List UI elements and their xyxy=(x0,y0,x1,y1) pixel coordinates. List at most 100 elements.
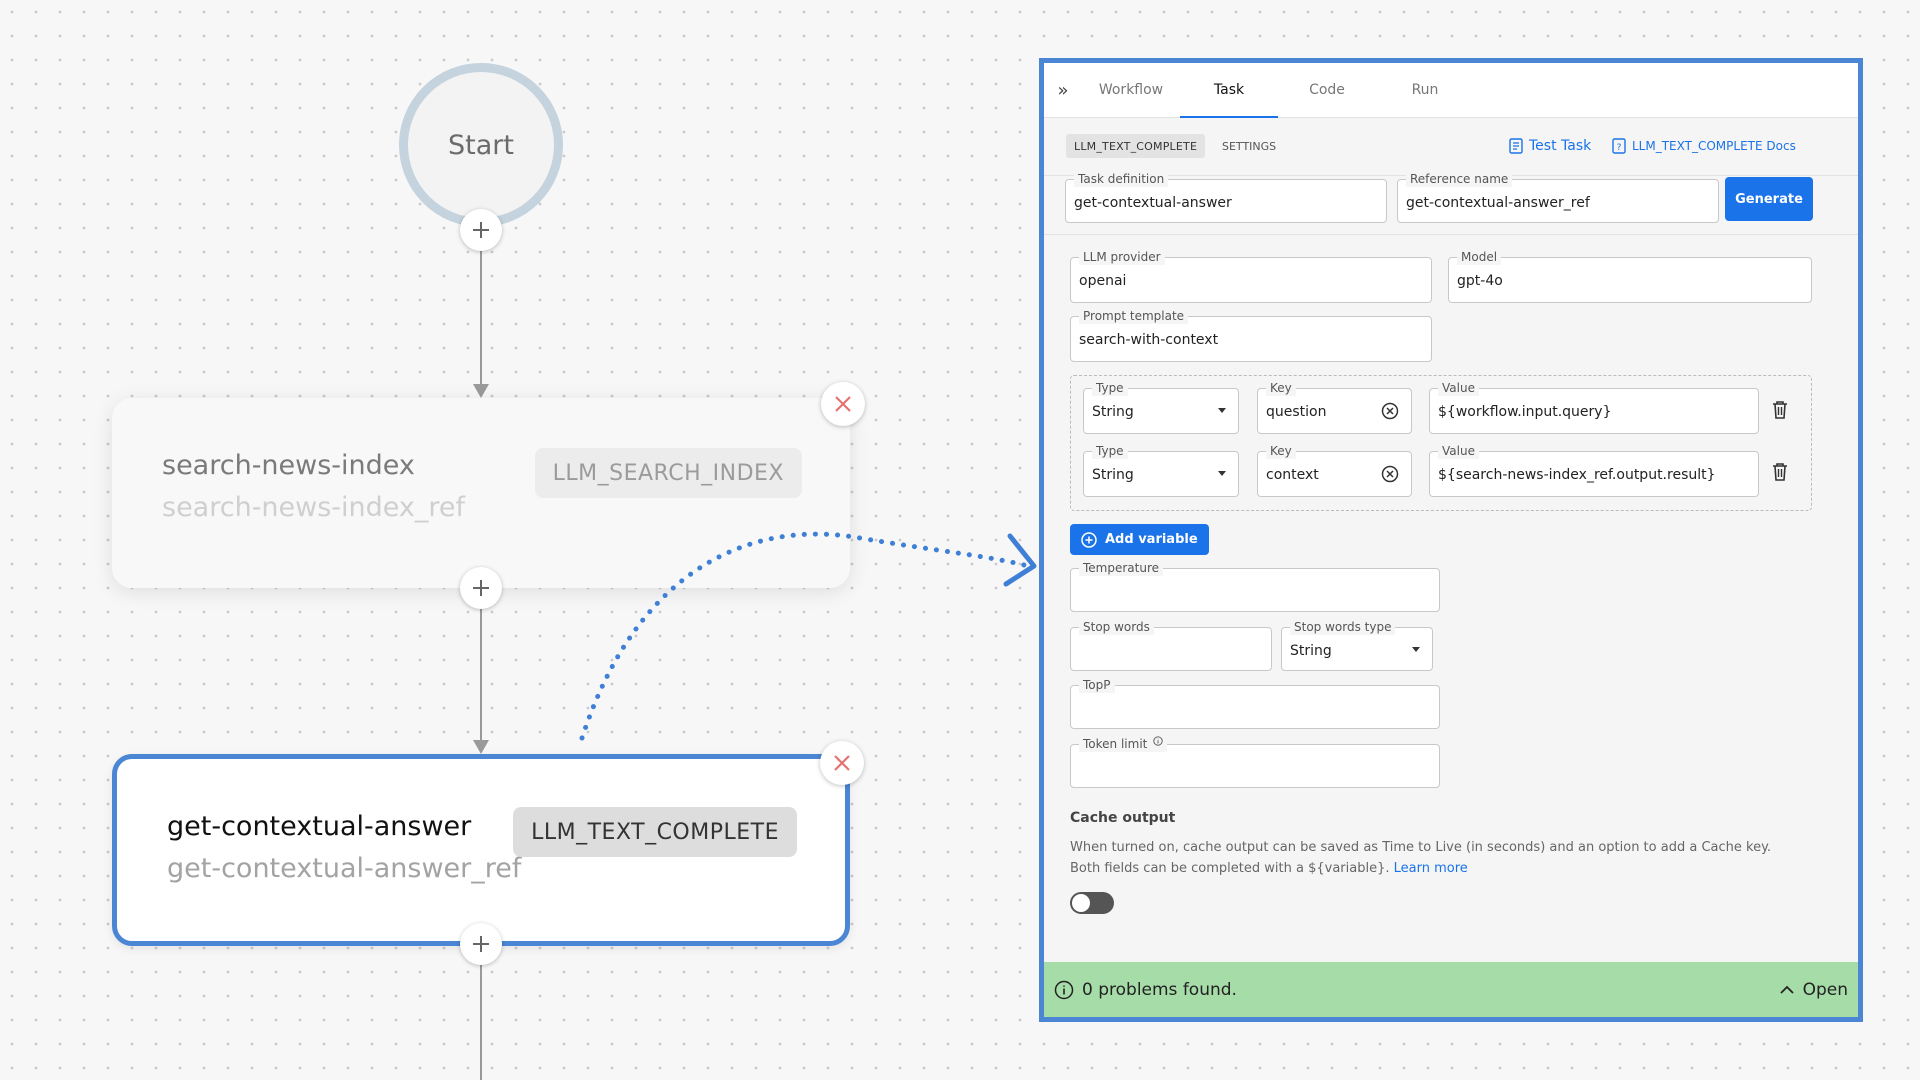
task-card-get-contextual-answer[interactable]: get-contextual-answer get-contextual-ans… xyxy=(112,754,850,946)
variable-type-value: String xyxy=(1092,467,1134,483)
add-task-button[interactable] xyxy=(460,923,502,965)
edge-arrow-1 xyxy=(473,384,489,398)
subtab-settings[interactable]: SETTINGS xyxy=(1222,139,1277,153)
edge-arrow-2 xyxy=(473,740,489,754)
chevron-up-icon xyxy=(1779,985,1794,994)
dropdown-caret-icon xyxy=(1218,471,1226,476)
document-icon xyxy=(1509,138,1523,154)
add-variable-button[interactable]: Add variable xyxy=(1070,524,1209,555)
variable-key-value: context xyxy=(1266,467,1319,483)
docs-link[interactable]: ? LLM_TEXT_COMPLETE Docs xyxy=(1612,134,1796,158)
open-label: Open xyxy=(1802,979,1848,1000)
variable-type-select[interactable]: Type String xyxy=(1083,443,1239,497)
task-definition-field[interactable]: Task definition get-contextual-answer xyxy=(1065,171,1387,223)
plus-icon xyxy=(473,580,489,596)
delete-variable-icon[interactable] xyxy=(1771,462,1789,482)
task-type-badge: LLM_SEARCH_INDEX xyxy=(534,448,802,498)
stop-words-type-select[interactable]: Stop words type String xyxy=(1281,619,1433,671)
subtab-task-type[interactable]: LLM_TEXT_COMPLETE xyxy=(1066,134,1206,158)
dropdown-caret-icon xyxy=(1412,647,1420,652)
annotation-arrow xyxy=(579,531,1037,741)
remove-task-button[interactable] xyxy=(821,382,865,426)
reference-name-value: get-contextual-answer_ref xyxy=(1406,195,1590,211)
edge-task2-out xyxy=(480,946,482,1080)
delete-variable-icon[interactable] xyxy=(1771,400,1789,420)
token-limit-label: Token limit xyxy=(1083,737,1148,751)
top-p-field[interactable]: TopP xyxy=(1070,677,1440,729)
prompt-template-label: Prompt template xyxy=(1079,308,1189,324)
variable-value-field[interactable]: Value ${search-news-index_ref.output.res… xyxy=(1429,443,1759,497)
generate-button[interactable]: Generate xyxy=(1725,177,1813,221)
clear-icon[interactable] xyxy=(1381,402,1399,420)
cache-output-toggle[interactable] xyxy=(1070,892,1114,914)
task-subtabs: LLM_TEXT_COMPLETE SETTINGS Test Task ? L… xyxy=(1044,118,1858,176)
stop-words-field[interactable]: Stop words xyxy=(1070,619,1272,671)
start-label: Start xyxy=(448,129,514,161)
tab-code[interactable]: Code xyxy=(1309,82,1345,98)
variable-value-field[interactable]: Value ${workflow.input.query} xyxy=(1429,380,1759,434)
cache-output-title: Cache output xyxy=(1070,810,1176,826)
task-name: search-news-index xyxy=(162,450,415,481)
temperature-field[interactable]: Temperature xyxy=(1070,560,1440,612)
docs-label: LLM_TEXT_COMPLETE Docs xyxy=(1632,139,1796,153)
close-icon xyxy=(834,755,850,771)
task-config-panel: » Workflow Task Code Run LLM_TEXT_COMPLE… xyxy=(1039,58,1863,1022)
token-limit-label-wrap: Token limit xyxy=(1079,736,1168,752)
open-problems-button[interactable]: Open xyxy=(1779,962,1848,1017)
help-doc-icon: ? xyxy=(1612,138,1626,154)
llm-provider-field[interactable]: LLM provider openai xyxy=(1070,249,1432,303)
add-task-button[interactable] xyxy=(460,567,502,609)
task-definition-label: Task definition xyxy=(1074,171,1169,187)
variable-value-label: Value xyxy=(1438,443,1479,459)
task-ref: search-news-index_ref xyxy=(162,492,466,523)
add-task-button[interactable] xyxy=(460,209,502,251)
add-circle-icon xyxy=(1081,531,1097,548)
model-value: gpt-4o xyxy=(1457,273,1503,289)
svg-text:?: ? xyxy=(1617,143,1622,153)
prompt-template-field[interactable]: Prompt template search-with-context xyxy=(1070,308,1432,362)
variable-type-select[interactable]: Type String xyxy=(1083,380,1239,434)
prompt-variables-group: Type String Key question Value ${workflo… xyxy=(1070,375,1812,511)
cache-output-description: When turned on, cache output can be save… xyxy=(1070,837,1830,879)
cache-description-line1: When turned on, cache output can be save… xyxy=(1070,840,1772,855)
add-variable-label: Add variable xyxy=(1105,532,1198,547)
model-field[interactable]: Model gpt-4o xyxy=(1448,249,1812,303)
stop-words-type-value: String xyxy=(1290,643,1332,659)
variable-key-field[interactable]: Key context xyxy=(1257,443,1412,497)
tab-workflow[interactable]: Workflow xyxy=(1098,82,1164,98)
learn-more-link[interactable]: Learn more xyxy=(1393,861,1468,876)
variable-value-value: ${workflow.input.query} xyxy=(1438,404,1612,420)
reference-name-label: Reference name xyxy=(1406,171,1513,187)
llm-provider-label: LLM provider xyxy=(1079,249,1165,265)
variable-value-label: Value xyxy=(1438,380,1479,396)
task-type-badge: LLM_TEXT_COMPLETE xyxy=(513,807,797,857)
model-label: Model xyxy=(1457,249,1502,265)
clear-icon[interactable] xyxy=(1381,465,1399,483)
remove-task-button[interactable] xyxy=(820,741,864,785)
workflow-canvas[interactable]: Start search-news-index search-news-inde… xyxy=(0,0,1037,1080)
task-definition-value: get-contextual-answer xyxy=(1074,195,1232,211)
variable-key-field[interactable]: Key question xyxy=(1257,380,1412,434)
edge-task1-to-task2 xyxy=(480,588,482,744)
collapse-panel-icon[interactable]: » xyxy=(1057,79,1069,101)
section-divider xyxy=(1044,234,1858,235)
cache-description-line2: Both fields can be completed with a ${va… xyxy=(1070,861,1390,876)
start-node[interactable]: Start xyxy=(399,63,563,227)
info-icon xyxy=(1054,980,1074,999)
top-p-label: TopP xyxy=(1079,677,1115,693)
task-card-search-news-index[interactable]: search-news-index search-news-index_ref … xyxy=(112,398,850,588)
task-ref: get-contextual-answer_ref xyxy=(167,853,522,884)
info-icon[interactable] xyxy=(1153,736,1163,746)
panel-tabs: » Workflow Task Code Run xyxy=(1044,63,1858,118)
task-name: get-contextual-answer xyxy=(167,811,472,842)
variable-type-label: Type xyxy=(1092,380,1128,396)
test-task-link[interactable]: Test Task xyxy=(1509,134,1591,158)
toggle-knob xyxy=(1072,894,1090,912)
tab-task[interactable]: Task xyxy=(1180,63,1278,118)
stop-words-type-label: Stop words type xyxy=(1290,619,1396,635)
tab-run[interactable]: Run xyxy=(1411,82,1439,98)
reference-name-field[interactable]: Reference name get-contextual-answer_ref xyxy=(1397,171,1719,223)
token-limit-field[interactable]: Token limit xyxy=(1070,736,1440,788)
llm-provider-value: openai xyxy=(1079,273,1127,289)
variable-key-value: question xyxy=(1266,404,1327,420)
